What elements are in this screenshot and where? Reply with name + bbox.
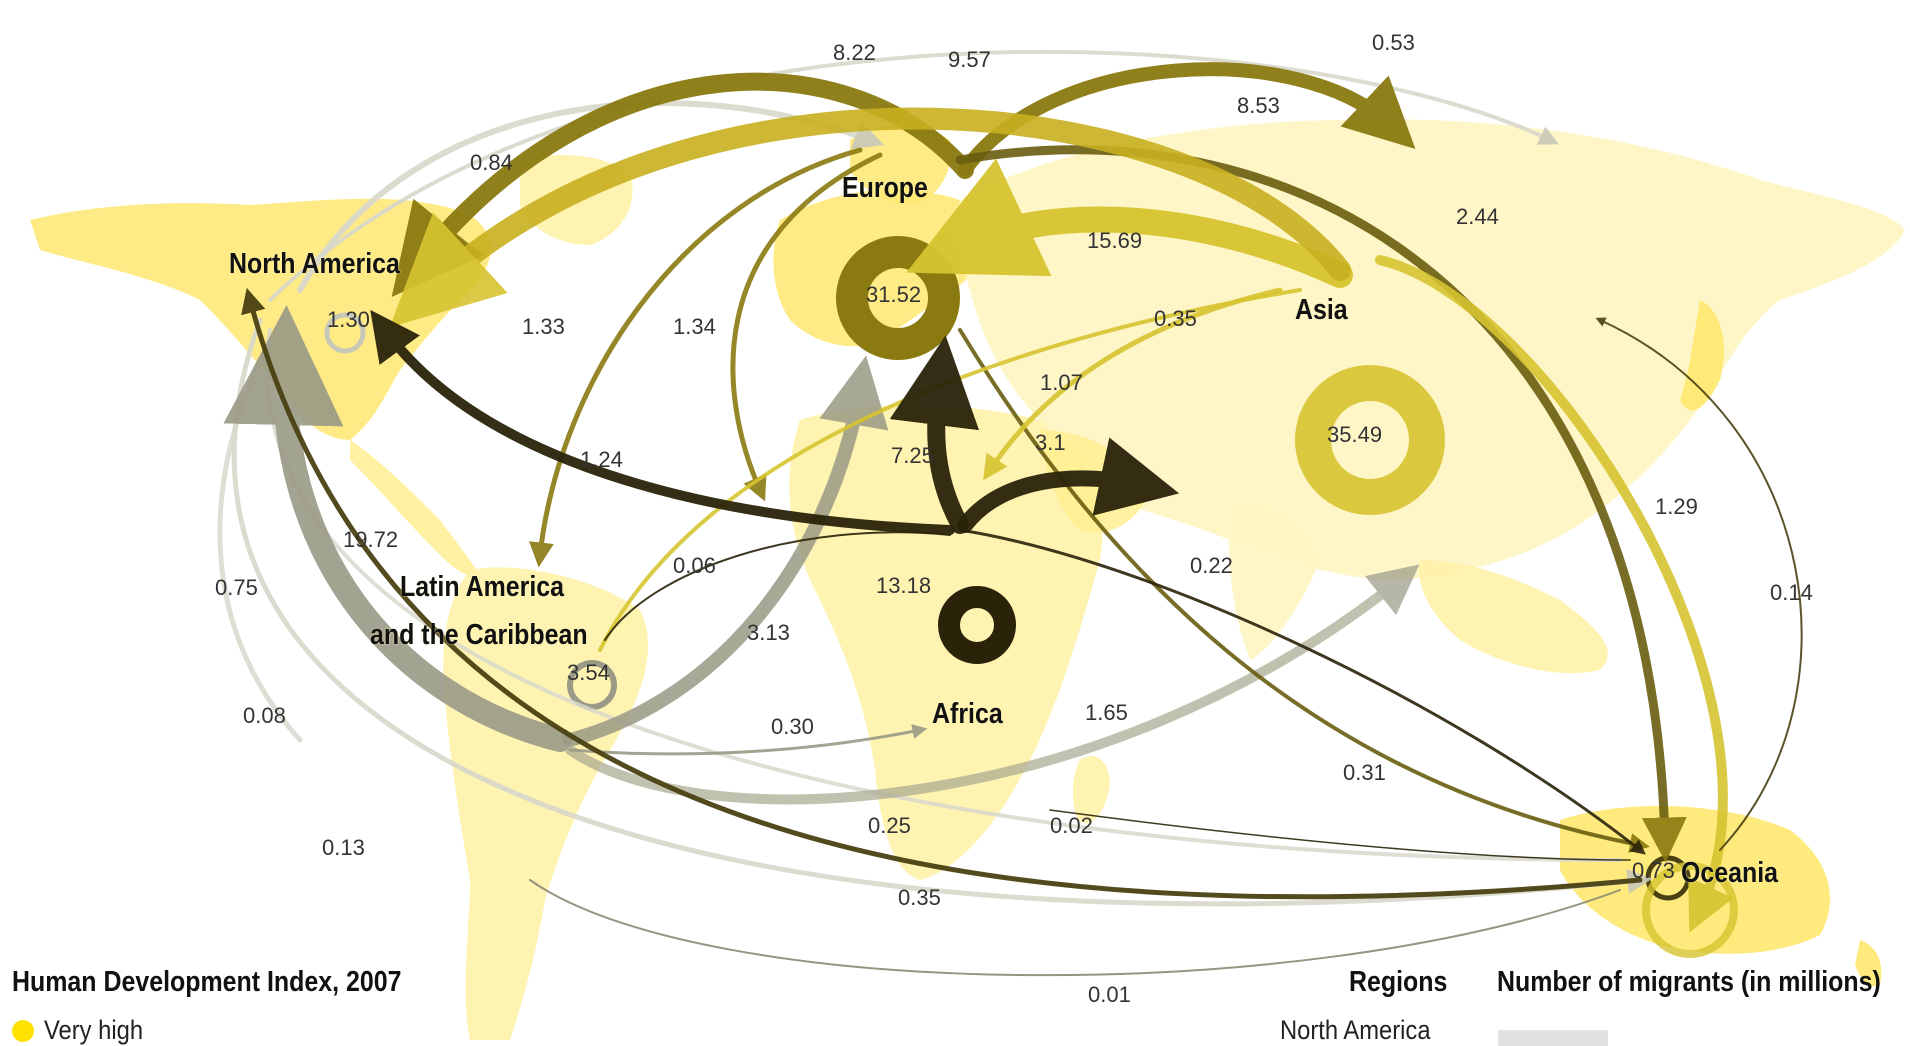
landmass-madagascar — [1072, 756, 1110, 824]
flow-africa-to-la — [604, 531, 951, 641]
flow-value-label: 15.69 — [1087, 228, 1142, 253]
flow-value-label: 7.25 — [891, 443, 934, 468]
landmass-central-america — [350, 440, 480, 577]
flow-la-to-na — [223, 305, 572, 752]
hdi-swatch-very-high — [12, 1020, 34, 1042]
flow-value-label: 0.02 — [1050, 813, 1093, 838]
flow-value-label: 0.53 — [1372, 30, 1415, 55]
internal-migration-loops — [324, 236, 1738, 958]
internal-value-north-america: 1.30 — [327, 307, 370, 332]
flow-asia-to-oceania — [1375, 255, 1734, 933]
flow-value-label: 9.57 — [948, 47, 991, 72]
hdi-label-very-high: Very high — [44, 1015, 144, 1045]
flow-la-to-asia — [565, 564, 1420, 805]
migrants-scale-swatch — [1498, 1030, 1608, 1046]
flow-value-label: 0.22 — [1190, 553, 1233, 578]
flow-value-label: 2.44 — [1456, 204, 1499, 229]
flow-value-label: 1.34 — [673, 314, 716, 339]
flow-value-label: 0.84 — [470, 150, 513, 175]
internal-value-oceania: 0.73 — [1632, 858, 1675, 883]
flow-value-label: 1.65 — [1085, 700, 1128, 725]
region-label-latin-america: Latin America — [400, 571, 565, 603]
flow-oceania-to-na — [241, 287, 1643, 900]
loop-africa — [938, 586, 1016, 664]
flow-value-label: 19.72 — [343, 527, 398, 552]
landmass-southeast-asia — [1419, 560, 1608, 674]
internal-value-europe: 31.52 — [866, 282, 921, 307]
region-label-latin-america-line2: and the Caribbean — [370, 619, 588, 651]
flow-la-to-oceania — [529, 879, 1621, 977]
flow-value-label: 8.53 — [1237, 93, 1280, 118]
flow-africa-to-oceania-b — [1049, 809, 1631, 861]
loop-latin-america — [567, 660, 617, 710]
flow-value-label: 0.14 — [1770, 580, 1813, 605]
flow-value-label: 1.07 — [1040, 370, 1083, 395]
flow-asia-to-la — [598, 288, 1302, 652]
flow-value-label: 0.35 — [1154, 306, 1197, 331]
regions-legend-title: Regions — [1349, 966, 1448, 998]
loop-asia — [1295, 365, 1445, 515]
internal-value-africa: 13.18 — [876, 573, 931, 598]
flow-eu-to-la — [529, 147, 863, 568]
landmass-india — [1228, 500, 1320, 660]
flow-value-labels: 8.22 9.57 0.53 8.53 0.84 2.44 15.69 1.33… — [215, 30, 1813, 1007]
flow-value-label: 0.31 — [1343, 760, 1386, 785]
flow-value-label: 0.06 — [673, 553, 716, 578]
flow-la-to-africa — [568, 724, 928, 756]
flow-africa-to-eu — [889, 335, 980, 534]
flow-oceania-to-asia — [1595, 317, 1803, 851]
flow-na-to-oceania-a — [231, 317, 1653, 907]
region-label-north-america: North America — [229, 248, 400, 280]
flow-value-label: 1.33 — [522, 314, 565, 339]
flow-value-label: 0.08 — [243, 703, 286, 728]
regions-legend-item: North America — [1280, 1015, 1431, 1045]
migrants-legend-title: Number of migrants (in millions) — [1497, 966, 1881, 998]
flow-value-label: 8.22 — [833, 40, 876, 65]
internal-value-asia: 35.49 — [1327, 422, 1382, 447]
flow-value-label: 3.1 — [1035, 430, 1066, 455]
flow-la-to-eu — [563, 355, 889, 747]
landmass-new-zealand — [1855, 940, 1882, 987]
flow-africa-to-asia — [957, 437, 1180, 533]
landmass-japan — [1680, 300, 1724, 411]
region-label-asia: Asia — [1295, 294, 1348, 326]
loop-oceania-outer — [1642, 862, 1738, 958]
region-label-africa: Africa — [932, 698, 1003, 730]
internal-value-latin-america: 3.54 — [567, 660, 610, 685]
flow-value-label: 0.30 — [771, 714, 814, 739]
internal-value-labels: 1.30 31.52 35.49 13.18 3.54 0.73 — [327, 282, 1675, 883]
flow-value-label: 0.25 — [868, 813, 911, 838]
region-label-europe: Europe — [842, 172, 928, 204]
flow-africa-to-oceania — [958, 528, 1646, 855]
flow-value-label: 1.24 — [580, 447, 623, 472]
migration-flows — [217, 49, 1803, 977]
flow-na-to-eu — [297, 100, 885, 293]
flow-value-label: 3.13 — [747, 620, 790, 645]
flow-value-label: 0.75 — [215, 575, 258, 600]
flow-asia-to-na — [389, 107, 1351, 328]
flow-value-label: 0.01 — [1088, 982, 1131, 1007]
flow-value-label: 1.29 — [1655, 494, 1698, 519]
flow-value-label: 0.13 — [322, 835, 365, 860]
hdi-legend-title: Human Development Index, 2007 — [12, 966, 402, 998]
flow-asia-to-eu — [906, 158, 1353, 288]
flow-eu-to-africa — [730, 152, 883, 502]
flow-africa-to-na — [370, 309, 955, 535]
flow-value-label: 0.35 — [898, 885, 941, 910]
region-label-oceania: Oceania — [1681, 857, 1779, 889]
